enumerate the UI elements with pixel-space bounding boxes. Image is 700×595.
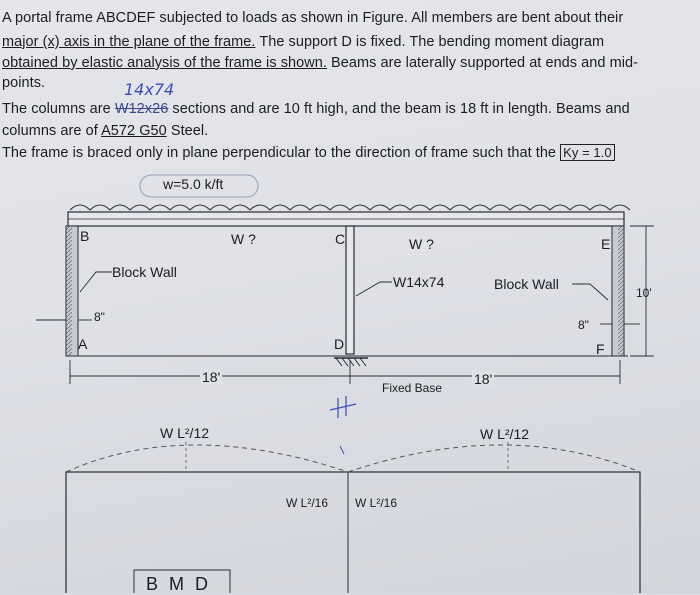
left-column-hatch: [66, 226, 72, 356]
thickness-right-label: 8": [578, 318, 589, 332]
handwritten-section-correction: 14x74: [124, 80, 175, 99]
statement-line-1: A portal frame ABCDEF subjected to loads…: [2, 10, 623, 26]
fixed-base-hatch: [335, 357, 367, 367]
block-wall-left-leader: [79, 271, 112, 293]
bmd-curve-right: [347, 444, 641, 473]
distributed-load-line: [69, 204, 631, 211]
node-e-label: E: [601, 236, 611, 252]
statement-line-5: The columns are W12x26 sections and are …: [2, 101, 630, 117]
statement-text-5b: sections and are 10 ft high, and the bea…: [168, 101, 630, 117]
thickness-left-label: 8": [94, 310, 105, 324]
bmd-curve-left: [65, 444, 349, 473]
bmd-mid-right: W L²/16: [355, 496, 398, 510]
bmd-title: B M D: [146, 574, 212, 594]
statement-line-4: points.: [2, 75, 45, 91]
statement-text-5a: The columns are: [2, 101, 115, 117]
statement-text-1: A portal frame ABCDEF subjected to loads…: [2, 10, 624, 26]
statement-text-4: points.: [2, 75, 46, 91]
statement-text-6b: Steel.: [166, 123, 209, 139]
pen-mark-small: [339, 445, 345, 455]
node-d-label: D: [334, 336, 345, 352]
node-c-label: C: [335, 231, 346, 247]
steel-grade: A572 G50: [101, 123, 167, 139]
statement-text-6a: columns are of: [2, 123, 102, 139]
column-leader: [355, 281, 392, 297]
load-label: w=5.0 k/ft: [163, 176, 224, 192]
fixed-base-label: Fixed Base: [382, 381, 443, 395]
statement-text-3: Beams are laterally supported at ends an…: [326, 55, 638, 71]
block-wall-right-label: Block Wall: [494, 276, 559, 292]
struck-section-size: W12x26: [114, 101, 169, 117]
statement-line-3: obtained by elastic analysis of the fram…: [2, 55, 638, 71]
block-wall-right-leader: [572, 283, 609, 301]
statement-text-7: The frame is braced only in plane perpen…: [2, 145, 557, 161]
span-left-label: 18': [200, 369, 223, 385]
statement-line-7: The frame is braced only in plane perpen…: [2, 144, 615, 161]
bmd-outline: [65, 471, 641, 593]
node-a-label: A: [78, 336, 88, 352]
statement-line-2: major (x) axis in the plane of the frame…: [2, 34, 604, 50]
statement-underlined-3: obtained by elastic analysis of the fram…: [2, 55, 327, 71]
node-b-label: B: [80, 228, 90, 244]
statement-text-2: The support D is fixed. The bending mome…: [255, 34, 605, 50]
right-column-hatch: [618, 226, 624, 356]
column-size-label: W14x74: [393, 274, 445, 290]
node-f-label: F: [596, 341, 605, 357]
statement-line-6: columns are of A572 G50 Steel.: [2, 123, 208, 139]
middle-column: [345, 225, 355, 355]
bmd-mid-left: W L²/16: [286, 496, 329, 510]
load-label-outline: [139, 174, 259, 198]
bmd-title-box: [133, 569, 231, 593]
beam-right-size: W ?: [409, 236, 434, 252]
span-right-label: 18': [472, 371, 495, 387]
statement-underlined-2: major (x) axis in the plane of the frame…: [2, 34, 256, 50]
bmd-moment-right: W L²/12: [480, 426, 530, 442]
pen-marks: [329, 396, 357, 418]
block-wall-left-label: Block Wall: [112, 264, 177, 280]
height-label: 10': [636, 286, 652, 300]
bmd-moment-left: W L²/12: [160, 425, 210, 441]
ky-box: Ky = 1.0: [560, 144, 615, 161]
beam-left-size: W ?: [231, 231, 256, 247]
